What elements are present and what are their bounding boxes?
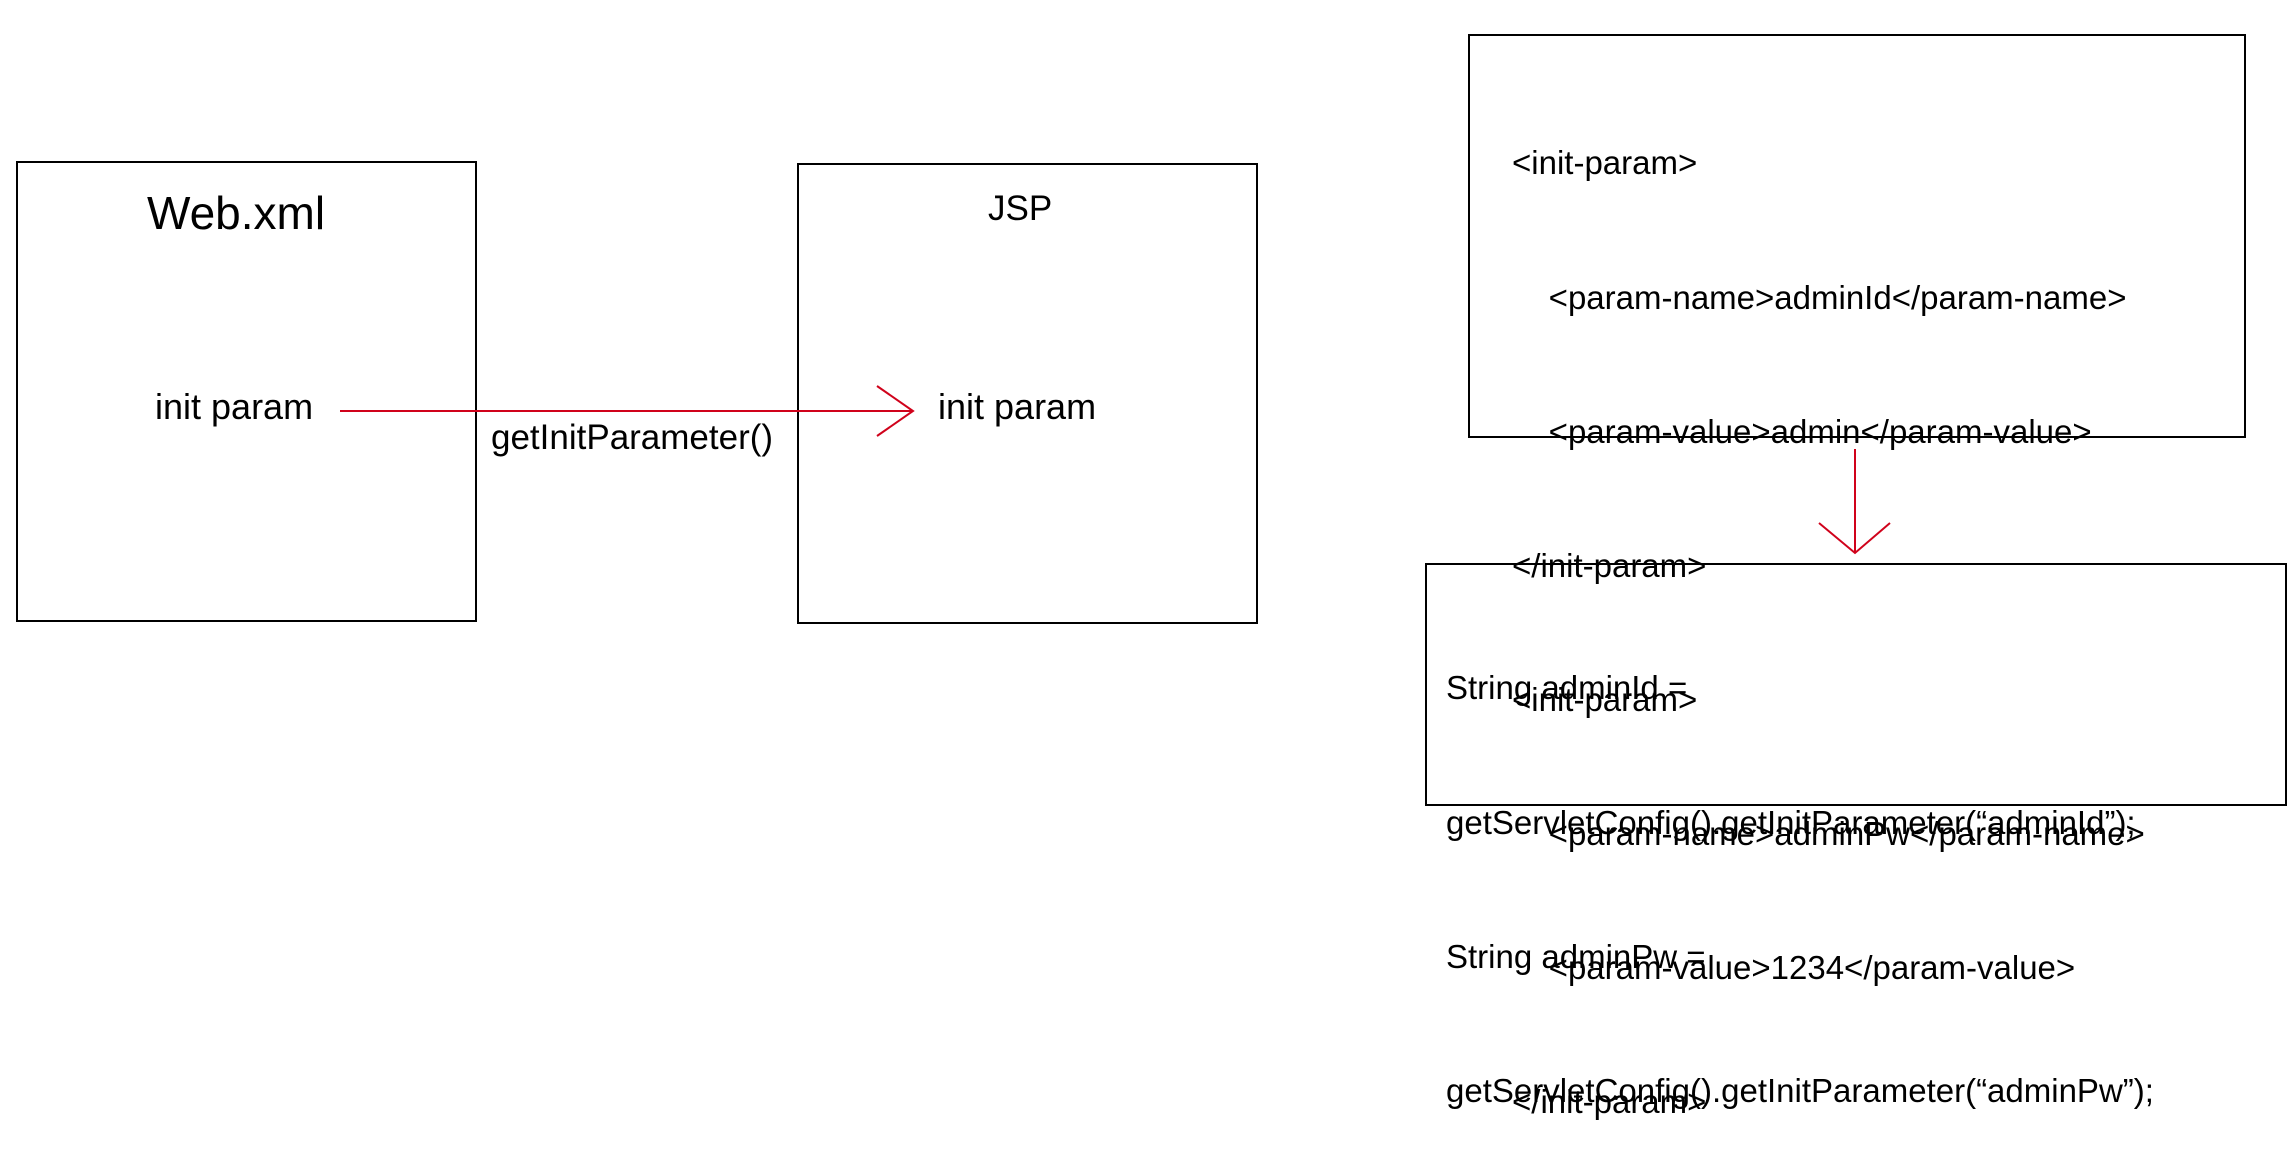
arrows-layer: [340, 385, 1891, 555]
config-line: </init-param>: [1512, 546, 1707, 584]
jsp-init-param-label: init param: [938, 386, 1097, 427]
servlet-code-lines: String adminId = getServletConfig().getI…: [1446, 577, 2154, 1158]
config-line: <param-value>admin</param-value>: [1512, 412, 2092, 450]
webxml-init-param-label: init param: [155, 386, 314, 427]
down-arrow-head: [1818, 522, 1891, 555]
code-line: String adminId =: [1446, 669, 1697, 707]
init-param-config-box: [1468, 34, 2246, 438]
servlet-code-box: [1425, 563, 2287, 806]
webxml-title: Web.xml: [147, 187, 326, 239]
config-line: <init-param>: [1512, 680, 1698, 718]
config-line: <param-name>adminId</param-name>: [1512, 278, 2127, 316]
code-line: getServletConfig().getInitParameter(“adm…: [1446, 803, 2136, 841]
arrow-head: [876, 385, 915, 437]
get-init-parameter-arrow: [340, 385, 915, 437]
config-line: <init-param>: [1512, 144, 1698, 182]
webxml-box: [16, 161, 477, 622]
down-arrow: [1818, 449, 1891, 555]
jsp-title: JSP: [988, 189, 1053, 228]
code-line: String adminPw =: [1446, 937, 1715, 975]
code-line: getServletConfig().getInitParameter(“adm…: [1446, 1071, 2154, 1109]
get-init-parameter-label: getInitParameter(): [491, 418, 774, 457]
jsp-box: [797, 163, 1258, 624]
